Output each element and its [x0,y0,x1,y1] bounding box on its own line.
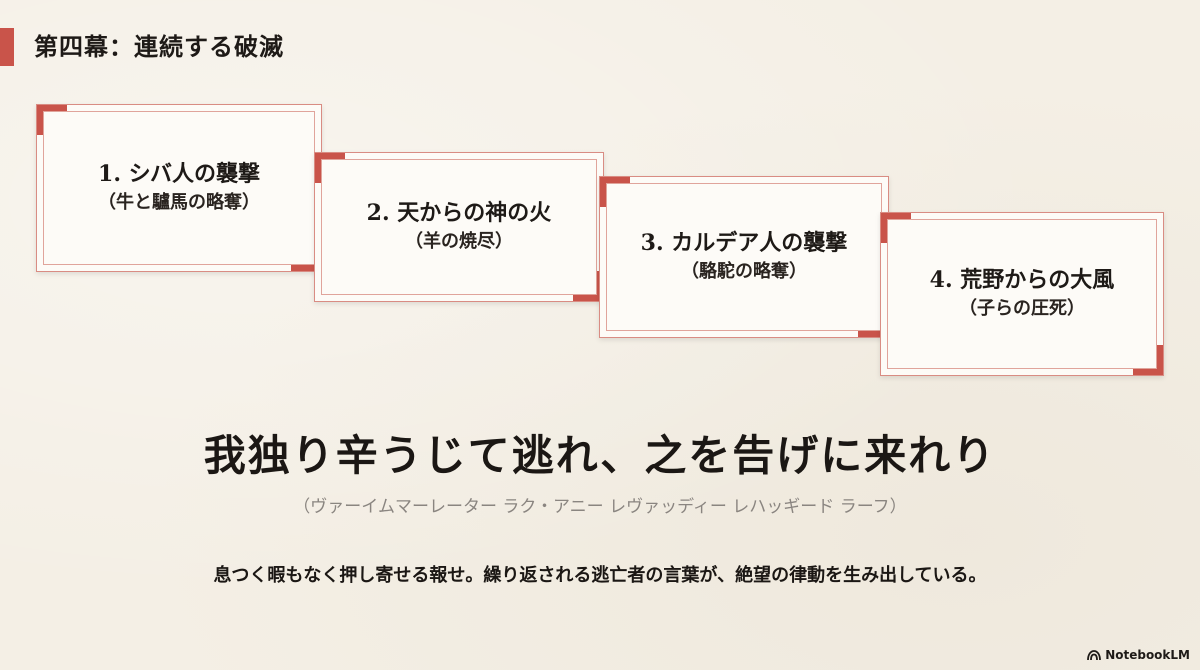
corner-accent [881,213,887,243]
main-quote: 我独り辛うじて逃れ、之を告げに来れり [203,431,997,480]
brand-name: NotebookLM [1105,648,1190,662]
card-text: 4. 荒野からの大風 （子らの圧死） [881,265,1163,323]
step-title: 2. 天からの神の火 [366,200,552,226]
corner-accent [291,265,321,271]
corner-accent [1157,345,1163,375]
step-card-1: 1. シバ人の襲撃 （牛と驢馬の略奪） [36,104,322,272]
card-text: 2. 天からの神の火 （羊の焼尽） [315,198,603,256]
step-title: 4. 荒野からの大風 [929,267,1115,293]
step-card-4: 4. 荒野からの大風 （子らの圧死） [880,212,1164,376]
step-card-3: 3. カルデア人の襲撃 （駱駝の略奪） [599,176,889,338]
slide-caption: 息つく暇もなく押し寄せる報せ。繰り返される逃亡者の言葉が、絶望の律動を生み出して… [213,565,987,586]
card-text: 1. シバ人の襲撃 （牛と驢馬の略奪） [37,159,321,217]
corner-accent [315,153,321,183]
notebooklm-brand: NotebookLM [1087,646,1190,664]
quote-transliteration: （ヴァーイムマーレーター ラク・アニー レヴァッディー レハッギード ラーフ） [293,497,907,517]
step-subtitle: （駱駝の略奪） [681,261,807,282]
step-subtitle: （羊の焼尽） [405,231,513,252]
step-card-2: 2. 天からの神の火 （羊の焼尽） [314,152,604,302]
card-text: 3. カルデア人の襲撃 （駱駝の略奪） [600,228,888,286]
corner-accent [858,331,888,337]
card-inner-frame [887,219,1157,369]
corner-accent [881,213,911,219]
corner-accent [37,105,43,135]
corner-accent [573,295,603,301]
step-subtitle: （牛と驢馬の略奪） [98,192,260,213]
card-inner-frame [321,159,597,295]
slide-title: 第四幕：連続する破滅 [34,33,284,61]
corner-accent [315,153,345,159]
corner-accent [37,105,67,111]
corner-accent [1133,369,1163,375]
notebooklm-logo-icon [1087,649,1102,661]
title-accent-bar [0,28,14,66]
corner-accent [600,177,606,207]
step-subtitle: （子らの圧死） [959,298,1085,319]
corner-accent [600,177,630,183]
step-title: 3. カルデア人の襲撃 [640,230,848,256]
step-title: 1. シバ人の襲撃 [98,161,260,187]
